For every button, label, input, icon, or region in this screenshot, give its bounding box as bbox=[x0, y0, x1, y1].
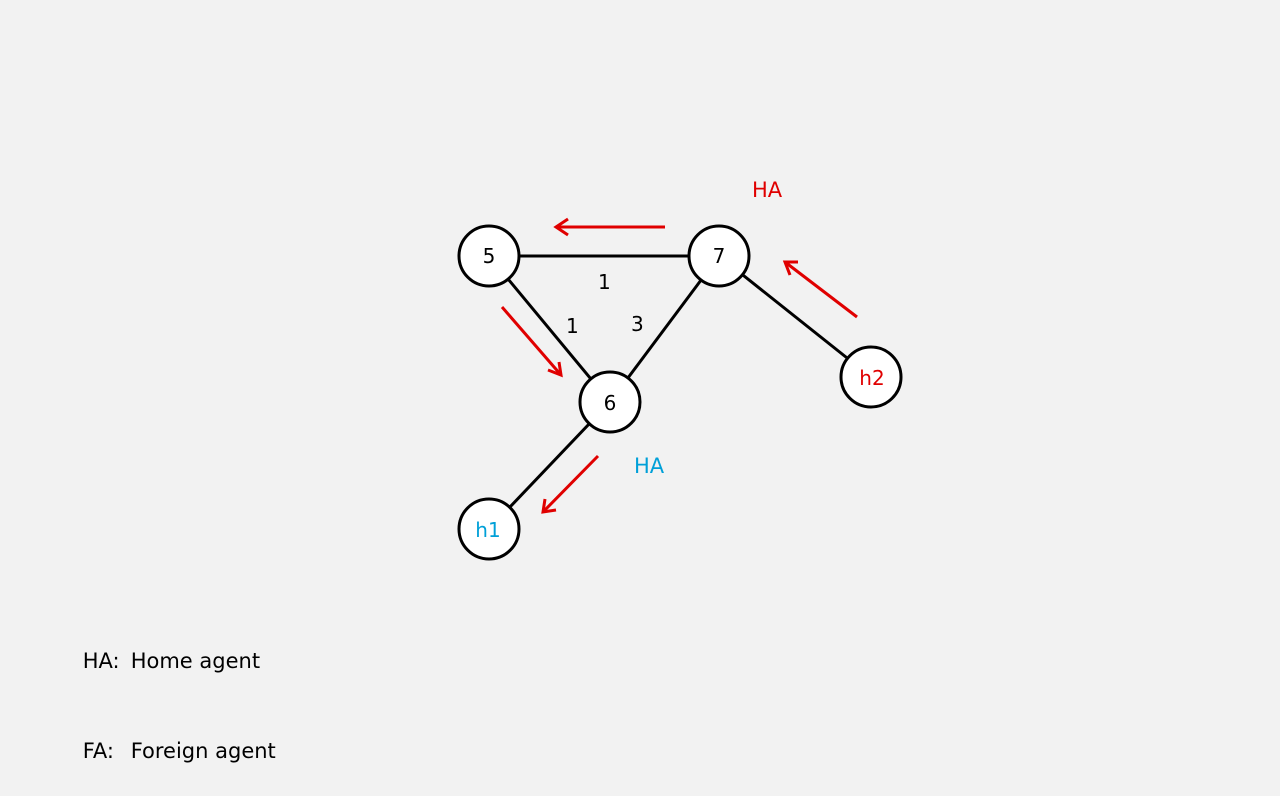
legend-value: Home agent bbox=[130, 649, 261, 673]
edge-7-h2 bbox=[718, 254, 872, 379]
edge-5-6 bbox=[487, 255, 612, 403]
edge-weight-5-6: 1 bbox=[566, 314, 579, 338]
node-h2: h2 bbox=[839, 345, 903, 409]
legend-key: HA: bbox=[82, 649, 120, 673]
home-agent-label-red: HA bbox=[752, 178, 783, 202]
node-5: 5 bbox=[457, 224, 521, 288]
node-6-label: 6 bbox=[604, 391, 617, 415]
node-6: 6 bbox=[578, 370, 642, 434]
edge-weight-5-7: 1 bbox=[598, 270, 611, 294]
legend-key: FA: bbox=[82, 739, 114, 763]
node-h1: h1 bbox=[457, 497, 521, 561]
arrow-5-to-6 bbox=[500, 306, 563, 376]
arrow-6-to-h1 bbox=[541, 454, 600, 514]
arrow-5-to-6-head bbox=[547, 361, 563, 378]
legend: HA: Home agent FA: Foreign agent bbox=[56, 616, 276, 796]
node-7-label: 7 bbox=[713, 244, 726, 268]
node-h1-label: h1 bbox=[475, 518, 500, 542]
node-5-label: 5 bbox=[483, 244, 496, 268]
arrow-h2-to-7-head bbox=[782, 260, 798, 276]
edge-weight-7-6: 3 bbox=[631, 312, 644, 336]
node-7: 7 bbox=[687, 224, 751, 288]
legend-value: Foreign agent bbox=[130, 739, 276, 763]
home-agent-label-blue: HA bbox=[634, 454, 665, 478]
network-diagram: 1 1 3 5 7 6 h1 h2 HA HA bbox=[457, 178, 903, 561]
arrow-h2-to-7 bbox=[784, 260, 858, 319]
legend-row-ha: HA: Home agent bbox=[56, 616, 276, 706]
arrow-7-to-5-head bbox=[553, 217, 569, 237]
node-h2-label: h2 bbox=[859, 366, 884, 390]
arrow-6-to-h1-head bbox=[541, 498, 557, 514]
